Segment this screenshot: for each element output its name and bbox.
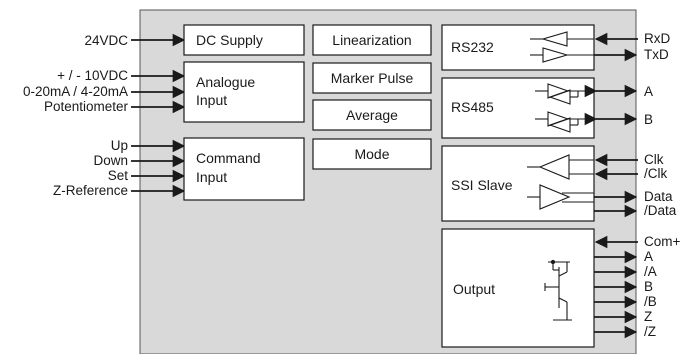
- marker-pulse-label: Marker Pulse: [331, 70, 414, 86]
- mode-block: [312, 138, 432, 170]
- left-arrows: [131, 33, 186, 198]
- input-voltage-label: + / - 10VDC: [57, 68, 128, 83]
- signal-data-label: Data: [644, 189, 673, 204]
- signal-com-label: Com+: [644, 234, 681, 249]
- signal-rxd-label: RxD: [644, 31, 670, 46]
- average-block: [312, 99, 432, 131]
- command-input-block: [183, 137, 305, 201]
- average-label: Average: [346, 107, 398, 123]
- dc-supply-block: [183, 24, 305, 56]
- input-current-label: 0-20mA / 4-20mA: [23, 84, 128, 99]
- command-input-label-1: Command: [196, 150, 261, 166]
- signal-out-a-label: A: [644, 249, 653, 264]
- input-down-label: Down: [93, 153, 128, 168]
- input-24vdc-label: 24VDC: [84, 33, 128, 48]
- rs485-label: RS485: [451, 99, 494, 115]
- signal-b-label: B: [644, 112, 653, 127]
- ssi-slave-label: SSI Slave: [451, 177, 513, 193]
- output-block: [441, 228, 595, 348]
- rs232-label: RS232: [451, 39, 494, 55]
- output-transistor-symbol: [544, 259, 572, 321]
- signal-a-label: A: [644, 84, 653, 99]
- signal-txd-label: TxD: [644, 47, 669, 62]
- rs232-drivers: [530, 31, 594, 63]
- signal-out-z-label: Z: [644, 309, 652, 324]
- signal-out-nb-label: /B: [644, 294, 657, 309]
- signal-ndata-label: /Data: [644, 203, 677, 218]
- ssi-arrows: [594, 153, 638, 218]
- rs485-block: [441, 77, 595, 139]
- output-label: Output: [453, 281, 495, 297]
- signal-out-na-label: /A: [644, 264, 657, 279]
- rs232-block: [441, 24, 595, 71]
- signal-nclk-label: /Clk: [644, 166, 667, 181]
- dc-supply-label: DC Supply: [196, 32, 263, 48]
- input-zref-label: Z-Reference: [53, 183, 128, 198]
- rs232-arrows: [594, 32, 638, 62]
- mode-label: Mode: [354, 146, 389, 162]
- rs485-arrows: [584, 84, 638, 126]
- input-up-label: Up: [111, 138, 128, 153]
- analogue-input-label-1: Analogue: [196, 74, 255, 90]
- signal-clk-label: Clk: [644, 152, 664, 167]
- input-potentiometer-label: Potentiometer: [44, 99, 129, 114]
- linearization-label: Linearization: [332, 32, 411, 48]
- signal-out-nz-label: /Z: [644, 324, 656, 339]
- marker-pulse-block: [312, 62, 432, 94]
- linearization-block: [312, 24, 432, 56]
- ssi-drivers: [527, 154, 594, 210]
- command-input-label-2: Input: [196, 169, 227, 185]
- output-arrows: [594, 235, 638, 339]
- analogue-input-label-2: Input: [196, 92, 227, 108]
- input-set-label: Set: [108, 168, 129, 183]
- signal-out-b-label: B: [644, 279, 653, 294]
- analogue-input-block: [183, 61, 305, 123]
